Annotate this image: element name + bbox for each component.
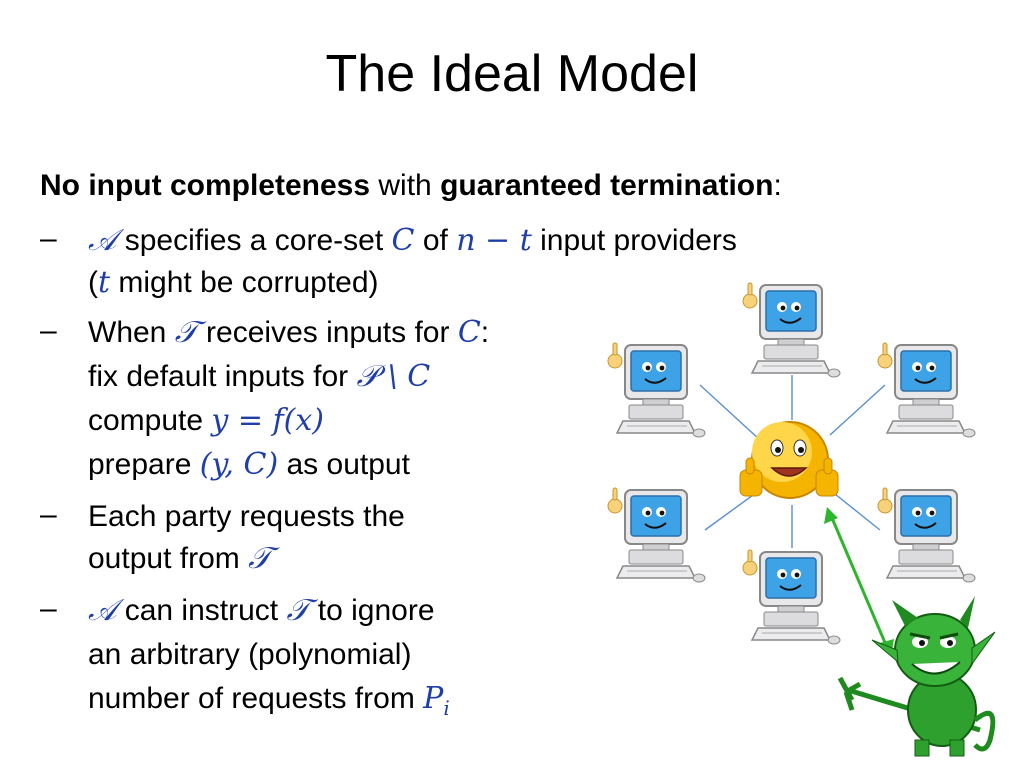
- text-span: number of requests from: [88, 682, 424, 715]
- math-core-set: C: [391, 223, 415, 258]
- math-y-c-pair: (y, C): [199, 447, 279, 482]
- green-devil-icon: [837, 596, 996, 757]
- bullet-3-line-1: Each party requests the: [88, 496, 405, 538]
- math-party-i: P: [423, 681, 444, 716]
- text-span: (: [88, 266, 98, 299]
- bullet-dash-3: –: [40, 498, 57, 531]
- text-span: to ignore: [309, 594, 435, 627]
- bullet-3-line-2: output from 𝒯: [88, 538, 271, 580]
- math-y-equals-fx: y = f(x): [211, 403, 324, 438]
- link-upper-left: [699, 384, 761, 441]
- bullet-dash-1: –: [40, 222, 57, 255]
- bullet-2-line-1: When 𝒯 receives inputs for C:: [88, 312, 489, 354]
- heading-bold-2: guaranteed termination: [440, 169, 774, 202]
- computer-pointing-icon: [607, 487, 706, 583]
- math-adversary: 𝒜: [88, 593, 117, 628]
- text-span: an arbitrary (polynomial): [88, 638, 412, 671]
- text-span: :: [480, 316, 490, 349]
- heading-colon: :: [773, 169, 782, 202]
- math-trusted-party: 𝒯: [248, 541, 272, 576]
- math-n-minus-t: n − t: [456, 223, 532, 258]
- text-span: input providers: [531, 224, 737, 257]
- attack-arrow: [824, 507, 894, 656]
- link-upper-right: [829, 384, 886, 436]
- text-span: receives inputs for: [197, 316, 458, 349]
- text-span: output from: [88, 542, 249, 575]
- text-span: Each party requests the: [88, 500, 405, 533]
- computer-pointing-icon: [607, 342, 706, 438]
- text-span: fix default inputs for: [88, 360, 357, 393]
- bullet-2-line-2: fix default inputs for 𝒫 \ C: [88, 356, 430, 398]
- text-span: When: [88, 316, 175, 349]
- computer-pointing-icon: [742, 549, 841, 645]
- smiley-thumbs-up-icon: [739, 421, 839, 499]
- math-t: t: [98, 265, 111, 300]
- text-span: prepare: [88, 448, 200, 481]
- computer-pointing-icon: [742, 282, 841, 378]
- math-core-set: C: [457, 315, 481, 350]
- network-lines: [699, 375, 886, 548]
- bullet-4-line-2: an arbitrary (polynomial): [88, 634, 411, 676]
- text-span: compute: [88, 404, 212, 437]
- computer-pointing-icon: [877, 487, 976, 583]
- link-lower-left: [704, 489, 761, 531]
- math-adversary: 𝒜: [88, 223, 117, 258]
- text-span: might be corrupted): [110, 266, 379, 299]
- bullet-1-line-1: 𝒜 specifies a core-set C of n − t input …: [88, 220, 737, 262]
- math-p-minus-c: 𝒫 \ C: [356, 359, 431, 394]
- math-trusted-party: 𝒯: [174, 315, 198, 350]
- math-subscript-i: i: [443, 696, 450, 720]
- bullet-2-line-3: compute y = f(x): [88, 400, 324, 442]
- math-trusted-party: 𝒯: [286, 593, 310, 628]
- bullet-2-line-4: prepare (y, C) as output: [88, 444, 410, 486]
- text-span: of: [414, 224, 457, 257]
- text-span: can instruct: [116, 594, 287, 627]
- bullet-4-line-3: number of requests from Pi: [88, 678, 450, 729]
- text-span: specifies a core-set: [116, 224, 392, 257]
- heading: No input completeness with guaranteed te…: [40, 165, 782, 207]
- heading-text: with: [370, 169, 441, 202]
- bullet-4-line-1: 𝒜 can instruct 𝒯 to ignore: [88, 590, 435, 632]
- heading-bold-1: No input completeness: [40, 169, 371, 202]
- slide-title: The Ideal Model: [325, 45, 699, 103]
- bullet-1-line-2: (t might be corrupted): [88, 262, 379, 304]
- bullet-dash-4: –: [40, 592, 57, 625]
- link-lower-right: [829, 489, 881, 531]
- text-span: as output: [278, 448, 410, 481]
- bullet-dash-2: –: [40, 314, 57, 347]
- computer-pointing-icon: [877, 342, 976, 438]
